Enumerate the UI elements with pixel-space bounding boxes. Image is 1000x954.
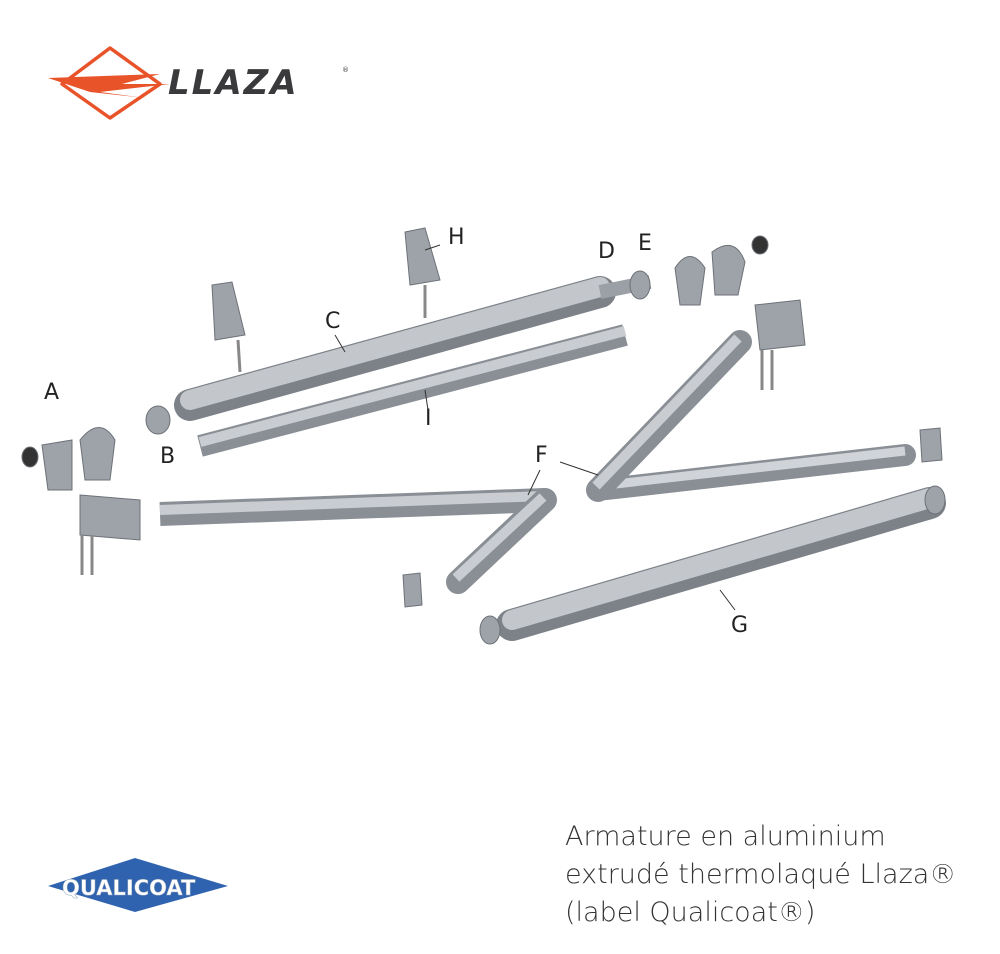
caption-line-1: Armature en aluminium — [565, 821, 886, 852]
qualicoat-logo: QUALICOAT — [48, 858, 228, 912]
tube-g — [496, 487, 946, 641]
leader-lines — [334, 244, 736, 611]
caption-line-2: extrudé thermolaqué Llaza® — [565, 859, 957, 890]
part-label-a: A — [44, 380, 60, 405]
arm-left — [159, 488, 557, 594]
svg-text:LLAZA: LLAZA — [168, 63, 299, 103]
svg-text:QUALICOAT: QUALICOAT — [62, 876, 196, 900]
part-label-g: G — [731, 613, 749, 638]
part-label-i: I — [425, 406, 432, 431]
part-label-d: D — [598, 239, 615, 264]
part-label-h: H — [448, 225, 465, 250]
arm-right-f — [586, 330, 916, 502]
part-label-b: B — [160, 444, 176, 469]
svg-text:®: ® — [342, 66, 349, 74]
llaza-logo: LLAZA ® — [48, 46, 349, 120]
part-label-c: C — [325, 309, 341, 334]
part-label-e: E — [638, 231, 652, 256]
caption: Armature en aluminium extrudé thermolaqu… — [565, 818, 956, 932]
fittings — [21, 227, 946, 645]
bar-i — [197, 324, 628, 457]
part-label-f: F — [535, 443, 548, 468]
caption-line-3: (label Qualicoat®) — [565, 897, 816, 928]
